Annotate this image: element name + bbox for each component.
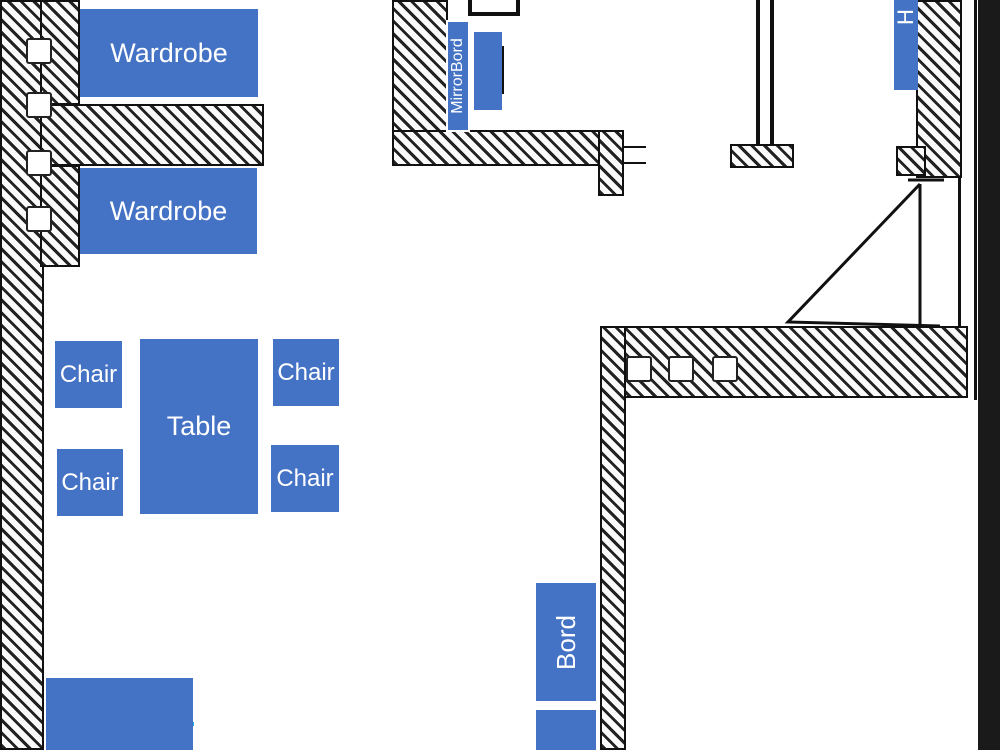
mirror-bord[interactable]: MirrorBord	[446, 20, 470, 132]
left-outer-wall	[0, 0, 44, 750]
door-threshold-line	[624, 162, 646, 164]
top-right-furniture-label: H	[894, 9, 918, 25]
window-square	[626, 356, 652, 382]
door-threshold-line	[624, 146, 646, 148]
middle-horizontal-wall	[600, 326, 968, 398]
bord-label: Bord	[550, 614, 581, 670]
bottom-left-furniture[interactable]	[46, 678, 193, 750]
window-square	[26, 38, 52, 64]
bord-lower-block[interactable]	[536, 710, 596, 750]
middle-vertical-wall	[600, 326, 626, 750]
window-square	[26, 150, 52, 176]
chair-top-right[interactable]: Chair	[273, 339, 339, 406]
left-lower-wall-segment	[40, 165, 80, 267]
table[interactable]: Table	[140, 339, 258, 514]
chair-bottom-left[interactable]: Chair	[57, 449, 123, 516]
window-square	[712, 356, 738, 382]
mirror-bord-label: MirrorBord	[449, 38, 466, 114]
window-square	[668, 356, 694, 382]
right-frame-line	[974, 0, 977, 400]
bord[interactable]: Bord	[536, 583, 596, 701]
wardrobe-divider-wall	[40, 104, 264, 166]
right-frame-line	[958, 176, 961, 328]
hall-wall-horizontal	[392, 130, 624, 166]
right-edge-strip	[978, 0, 1000, 750]
door-jamb-line	[756, 0, 760, 144]
top-right-furniture[interactable]: H	[894, 0, 918, 90]
hall-wall-stub	[598, 130, 624, 196]
wardrobe-top[interactable]: Wardrobe	[80, 9, 258, 97]
wardrobe-bottom[interactable]: Wardrobe	[80, 168, 257, 254]
door-jamb-line	[770, 0, 774, 144]
chair-bottom-right[interactable]: Chair	[271, 445, 339, 512]
right-upper-wall-stub	[896, 146, 926, 176]
window-square	[26, 206, 52, 232]
sink-block[interactable]	[474, 32, 502, 110]
chair-top-left[interactable]: Chair	[55, 341, 122, 408]
door-frame-stub	[730, 144, 794, 168]
window-square	[26, 92, 52, 118]
